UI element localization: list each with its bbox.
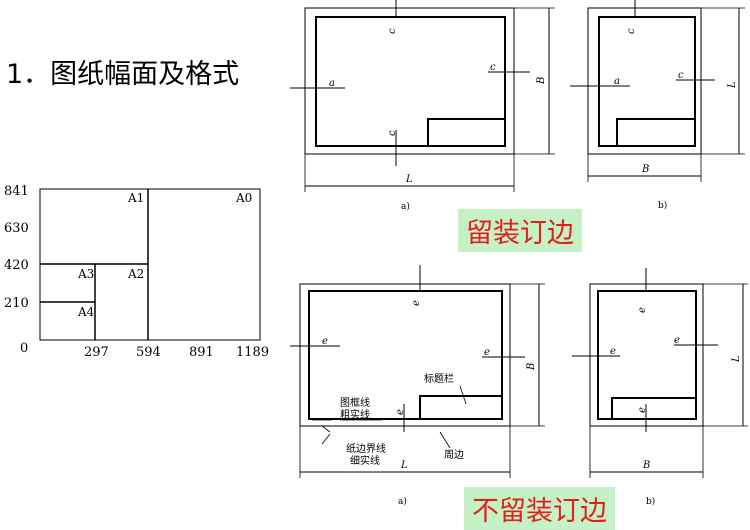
title-block-callout: 标题栏 [424,372,454,385]
subcaption-a: a) [401,201,410,212]
title-block [611,397,696,419]
title-block [427,118,505,146]
dim-c-label: c [626,28,637,34]
dim-l-label: L [405,174,413,185]
x-tick: 297 [84,345,109,360]
with-binding-badge: 留装订边 [458,209,582,252]
drawing-frame [597,290,697,420]
dim-c-label: c [387,130,398,136]
y-tick: 420 [4,258,29,273]
thick-line-callout: 粗实线 [340,408,370,421]
dim-e-label: e [484,347,490,358]
margin-callout: 周边 [444,449,464,461]
page-heading: 1．图纸幅面及格式 [6,59,240,90]
drawing-frame [598,16,696,147]
drawing-frame [308,290,503,420]
frame-with-binding-portrait: c a c L B b) [570,0,745,211]
frame-without-binding-portrait: e e e e L B b) [572,268,748,507]
sheet-label-a2: A2 [127,267,144,281]
y-tick: 841 [4,184,29,199]
sheet-label-a1: A1 [127,191,144,205]
thin-line-callout: 细实线 [350,454,380,467]
paper-edge [304,7,515,155]
dim-a-label: a [329,78,335,89]
y-tick: 630 [4,221,29,236]
leader-line [439,431,451,449]
paper-edge [299,283,511,427]
dim-b-label: B [642,460,650,471]
dim-e-label: e [674,335,680,346]
drawing-frame [315,16,506,147]
frame-line-callout: 图框线 [340,396,370,409]
sheet-size-diagram: 841 630 420 210 0 297 594 891 1189 A0 A1… [4,184,269,360]
frame-without-binding-landscape: e e e e B L 标题栏 图框线 粗实线 纸边界线 细实线 周边 a) [290,265,545,507]
frame-with-binding-landscape: c a c c B L a) [290,0,555,212]
y-tick: 210 [4,296,29,311]
dim-l-label: L [400,460,408,471]
paper-edge [587,7,702,155]
leader-line [459,385,467,405]
dim-e-label: e [411,300,422,306]
dim-e-label: e [322,336,328,347]
without-binding-badge: 不留装订边 [464,487,615,530]
dim-c-label: c [490,62,496,73]
subcaption-b: b) [658,200,667,211]
title-block [419,395,502,419]
dim-c-label: c [678,70,684,81]
dim-c-label: c [387,28,398,34]
dim-b-label: B [526,363,537,371]
sheet-label-a0: A0 [235,191,252,205]
dim-e-label: e [637,307,648,313]
subcaption-a: a) [398,496,407,507]
leader-line [321,433,331,445]
dim-b-label: B [641,164,649,175]
dim-l-label: L [731,355,742,363]
dim-b-label: B [536,77,547,85]
y-tick: 0 [20,341,28,356]
dim-e-label: e [395,409,406,415]
x-tick: 594 [136,345,161,360]
x-tick: 891 [189,345,214,360]
paper-boundary-callout: 纸边界线 [346,442,386,455]
dim-l-label: L [727,81,738,89]
x-tick: 1189 [236,345,269,360]
sheet-label-a4: A4 [77,305,95,319]
dim-e-label: e [610,346,616,357]
leader-line [321,425,331,433]
subcaption-b: b) [646,496,655,507]
dim-a-label: a [614,76,620,87]
dim-e-label: e [637,407,648,413]
sheet-label-a3: A3 [77,267,94,281]
title-block [616,118,695,146]
